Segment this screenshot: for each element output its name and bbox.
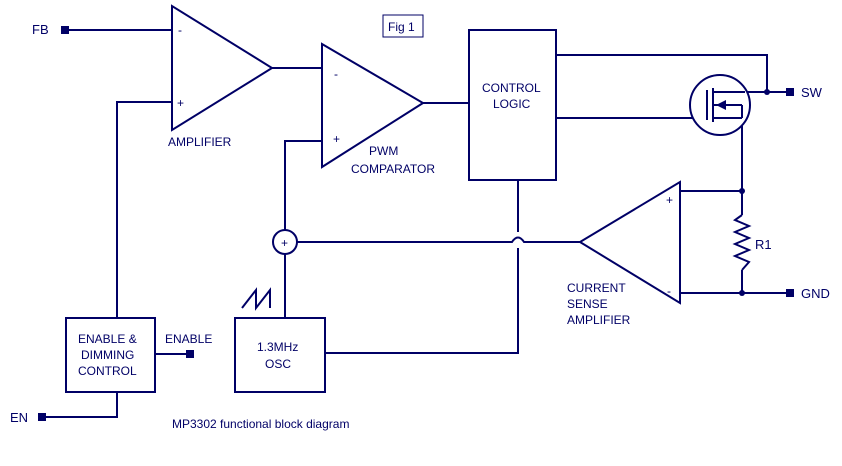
control-logic: CONTROL LOGIC — [468, 29, 557, 181]
fig-label: Fig 1 — [388, 20, 415, 34]
pwm-plus-sign: + — [333, 132, 340, 146]
en-pin-label: EN — [10, 410, 28, 425]
pwm-triangle — [321, 42, 425, 169]
enable-dimming-line1: ENABLE & — [78, 332, 137, 346]
enable-output-marker — [186, 350, 194, 358]
summer-symbol: + — [281, 236, 288, 250]
enable-dimming-box — [65, 317, 156, 393]
oscillator: 1.3MHz OSC — [234, 287, 326, 393]
mosfet-arrow-icon — [716, 100, 726, 110]
sw-pin-label: SW — [801, 85, 823, 100]
osc-line1: 1.3MHz — [257, 340, 298, 354]
fig-label-box — [382, 14, 424, 38]
wire-summer-to-pwm — [284, 140, 322, 231]
pwm-label-line1: PWM — [369, 144, 398, 158]
diagram-caption: MP3302 functional block diagram — [172, 417, 349, 431]
control-logic-line1: CONTROL — [482, 81, 541, 95]
csa-triangle — [578, 180, 681, 305]
resistor-label: R1 — [755, 237, 772, 252]
enable-dimming-line2: DIMMING — [81, 348, 134, 362]
en-pin-marker — [38, 413, 46, 421]
amplifier-triangle — [171, 4, 274, 132]
enable-dimming-line3: CONTROL — [78, 364, 137, 378]
amplifier-minus-sign: - — [178, 23, 182, 37]
wires — [42, 29, 789, 418]
pwm-comparator: - + PWM COMPARATOR — [321, 42, 435, 176]
mosfet-switch — [689, 74, 751, 136]
amplifier: - + AMPLIFIER — [168, 4, 274, 149]
amplifier-plus-sign: + — [177, 96, 184, 110]
csa-label-line1: CURRENT — [567, 281, 626, 295]
wire-en — [42, 392, 118, 418]
fb-pin-label: FB — [32, 22, 49, 37]
current-sense-amplifier: + - CURRENT SENSE AMPLIFIER — [567, 180, 681, 327]
osc-line2: OSC — [265, 357, 291, 371]
resistor-zigzag — [732, 214, 752, 271]
enable-output-label: ENABLE — [165, 332, 212, 346]
junction-r1-bottom — [739, 290, 745, 296]
sawtooth-icon — [241, 287, 271, 311]
pins: FB EN SW GND ENABLE — [10, 22, 830, 425]
enable-dimming-control: ENABLE & DIMMING CONTROL — [65, 317, 156, 393]
csa-plus-sign: + — [666, 193, 673, 207]
control-logic-box — [468, 29, 557, 181]
junction-r1-top — [739, 188, 745, 194]
summer-circle — [272, 229, 298, 255]
resistor-r1: R1 — [732, 214, 772, 271]
sw-pin-marker — [786, 88, 794, 96]
pwm-minus-sign: - — [334, 67, 338, 81]
csa-minus-sign: - — [667, 284, 671, 298]
wire-amp-plus — [116, 101, 172, 318]
junctions — [739, 89, 770, 296]
osc-box — [234, 317, 326, 393]
wire-logic-to-osc-2 — [325, 248, 519, 354]
gnd-pin-marker — [786, 289, 794, 297]
csa-label-line2: SENSE — [567, 297, 608, 311]
amplifier-label: AMPLIFIER — [168, 135, 232, 149]
fb-pin-marker — [61, 26, 69, 34]
csa-label-line3: AMPLIFIER — [567, 313, 631, 327]
gnd-pin-label: GND — [801, 286, 830, 301]
wire-logic-to-sw — [556, 54, 768, 92]
wire-summer-to-csa — [297, 236, 580, 243]
control-logic-line2: LOGIC — [493, 97, 531, 111]
junction-sw — [764, 89, 770, 95]
summing-junction: + — [272, 229, 298, 255]
pwm-label-line2: COMPARATOR — [351, 162, 435, 176]
